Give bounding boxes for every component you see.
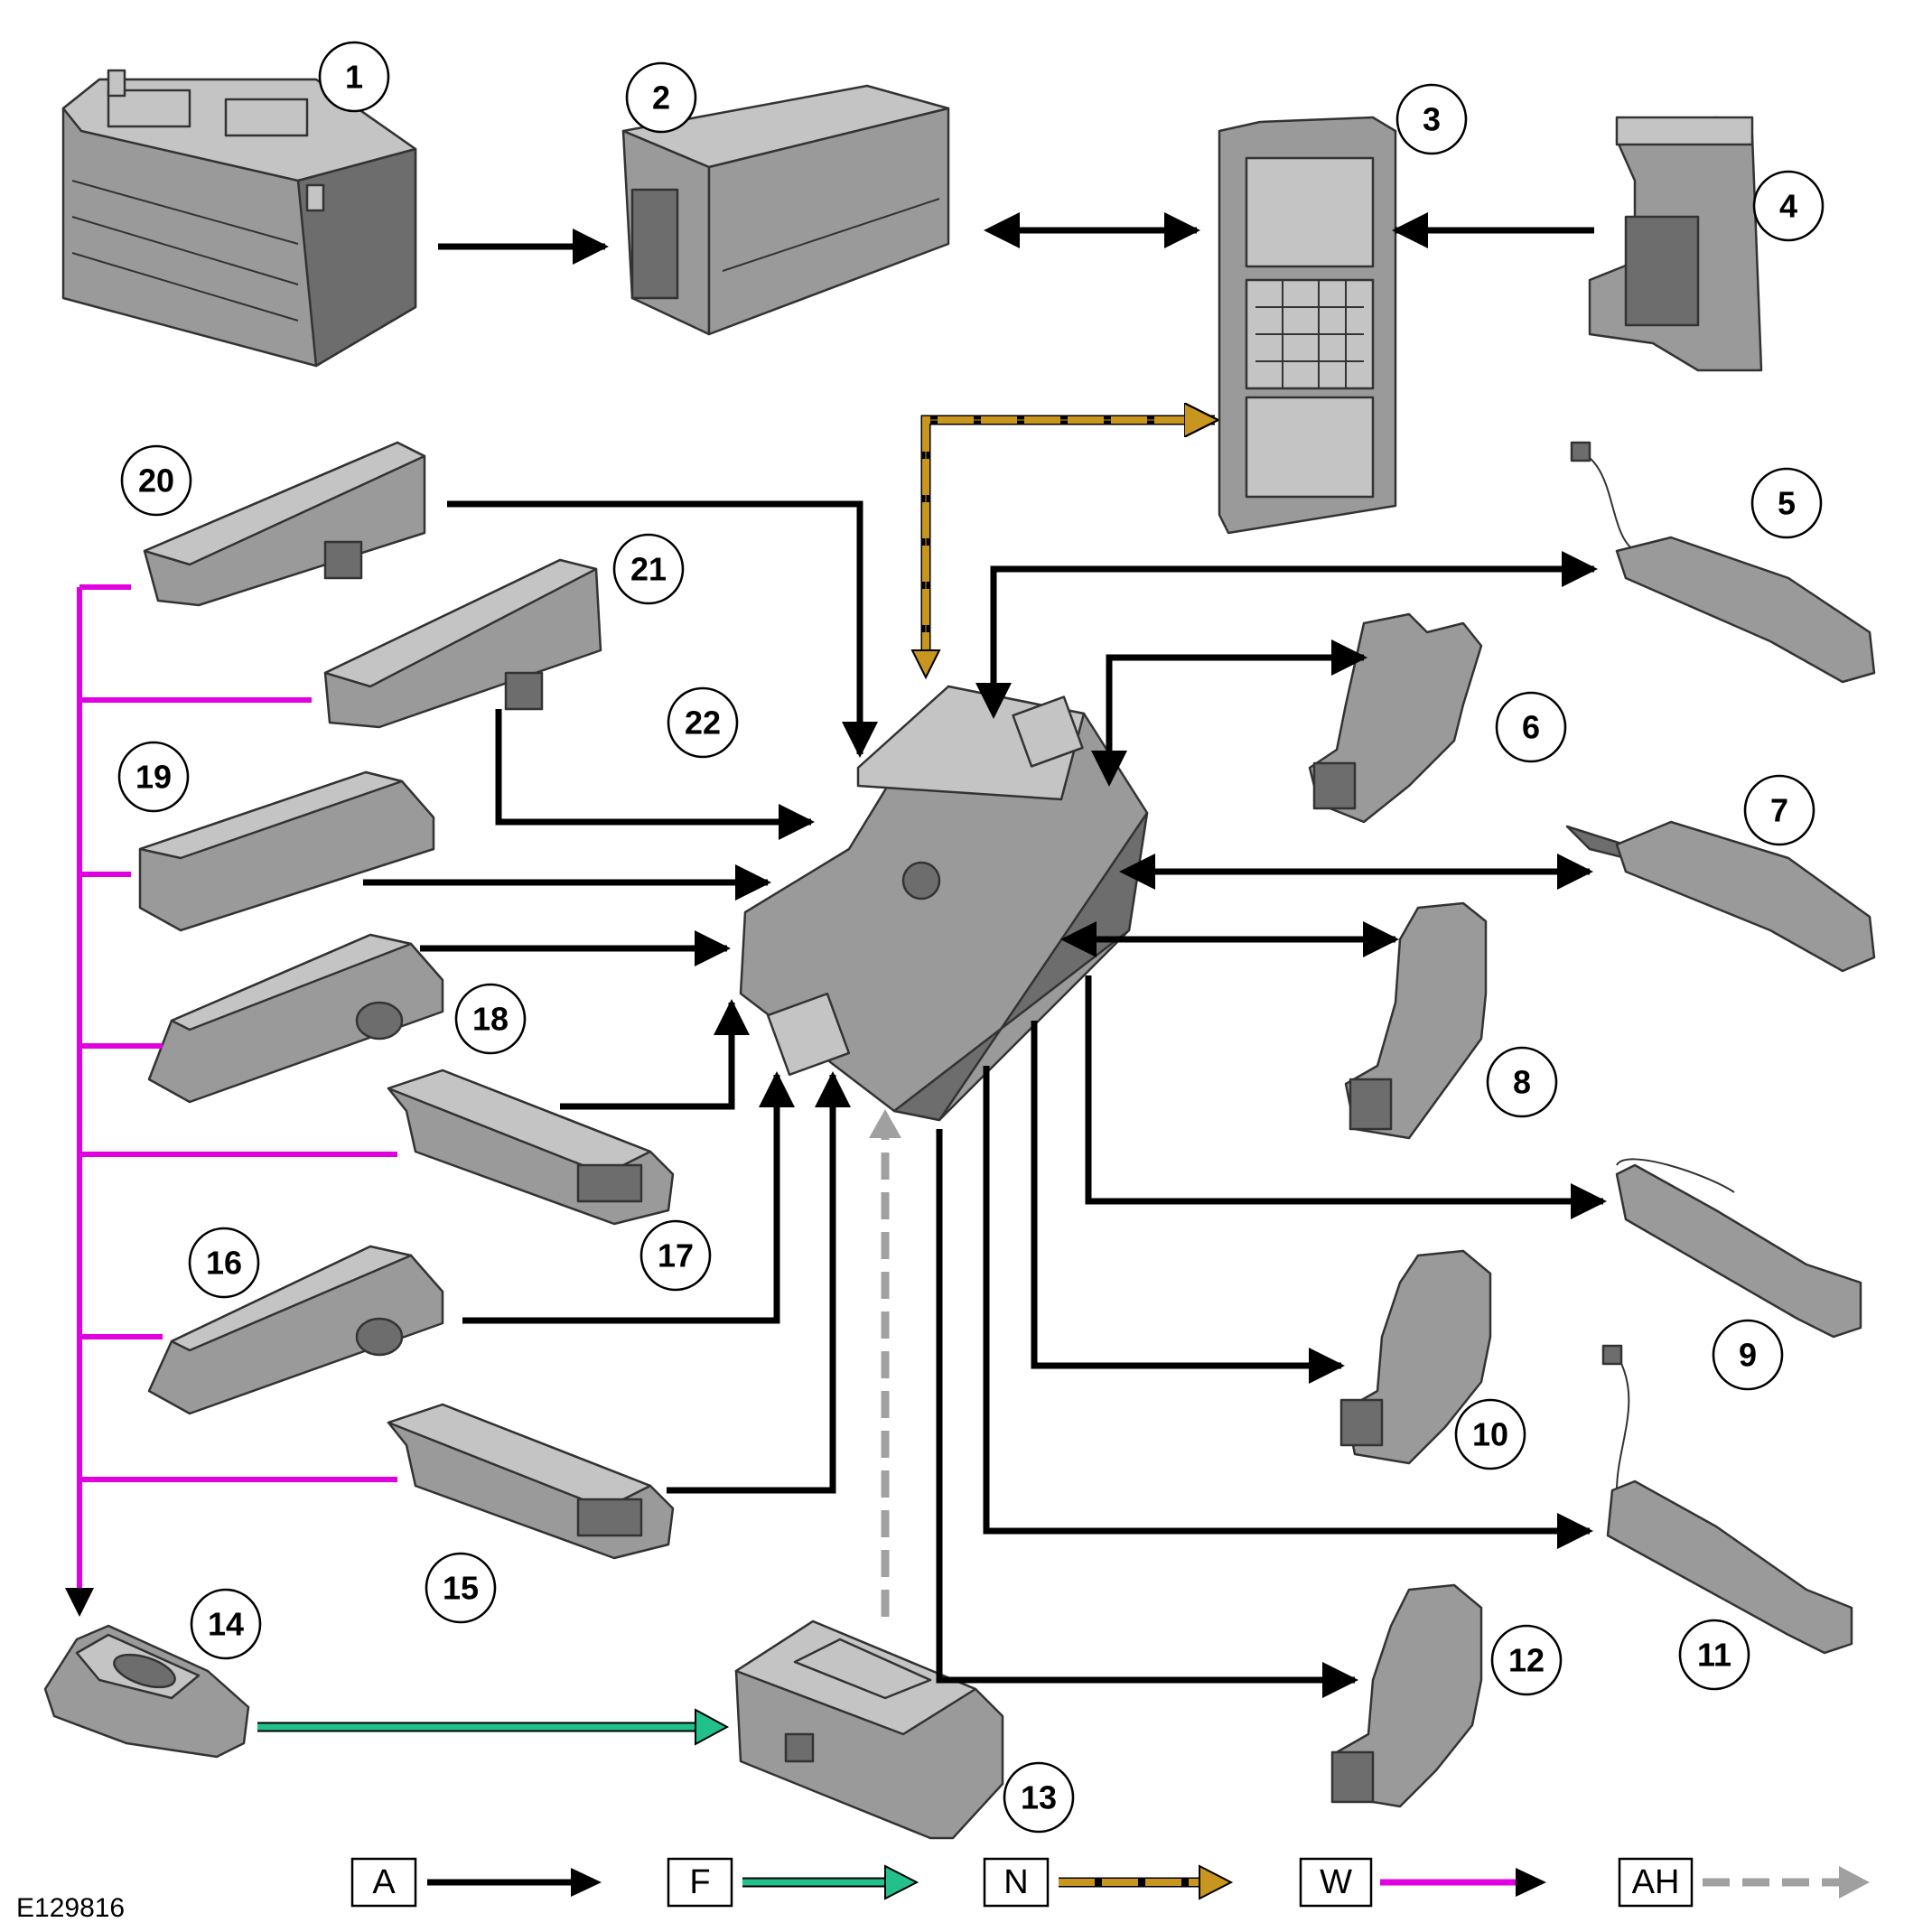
rf-receiver-icon	[734, 1619, 1004, 1840]
antenna-16-icon	[147, 1245, 444, 1415]
figure-reference: E129816	[16, 1893, 125, 1923]
svg-text:12: 12	[1508, 1642, 1545, 1679]
svg-text:15: 15	[443, 1570, 479, 1607]
svg-text:13: 13	[1021, 1779, 1057, 1816]
legend-item-f: F	[667, 1857, 919, 1908]
door-handle-5-icon	[1570, 441, 1876, 684]
svg-text:4: 4	[1779, 188, 1797, 225]
svg-text:21: 21	[630, 551, 667, 588]
svg-text:AH: AH	[1632, 1863, 1680, 1901]
callout-13: 13	[1003, 1761, 1075, 1834]
callout-5: 5	[1750, 467, 1823, 539]
callout-12: 12	[1490, 1624, 1563, 1696]
antenna-19-icon	[138, 770, 435, 932]
svg-text:F: F	[689, 1863, 710, 1901]
door-latch-12-icon	[1330, 1583, 1483, 1808]
callout-7: 7	[1743, 774, 1815, 846]
callout-10: 10	[1454, 1398, 1526, 1470]
svg-text:2: 2	[652, 79, 670, 117]
svg-text:5: 5	[1778, 485, 1796, 522]
legend-item-a: A	[350, 1857, 602, 1908]
connection-type-n	[910, 420, 1215, 680]
legend-item-n: N	[983, 1857, 1234, 1908]
antenna-21-icon	[323, 558, 602, 729]
svg-text:16: 16	[206, 1245, 242, 1282]
callout-1: 1	[318, 41, 390, 113]
door-handle-7-icon	[1565, 820, 1876, 973]
callout-18: 18	[454, 983, 527, 1055]
svg-text:A: A	[372, 1863, 396, 1901]
battery-icon	[61, 69, 417, 368]
svg-text:22: 22	[685, 705, 721, 742]
callouts: 1 2 3 4 5 6 7 8 9 10 11 12 13 14 15 16 1…	[117, 41, 1825, 1834]
connection-type-ah	[869, 1109, 901, 1617]
callout-15: 15	[425, 1552, 497, 1624]
svg-text:19: 19	[135, 759, 172, 796]
svg-text:6: 6	[1522, 709, 1540, 746]
antenna-17-icon	[387, 1069, 675, 1226]
callout-11: 11	[1678, 1619, 1750, 1691]
svg-text:11: 11	[1697, 1637, 1731, 1674]
svg-text:17: 17	[658, 1237, 694, 1274]
svg-text:9: 9	[1739, 1337, 1757, 1374]
svg-text:W: W	[1320, 1863, 1352, 1901]
connection-type-w	[65, 584, 397, 1617]
svg-text:N: N	[1003, 1863, 1028, 1901]
callout-3: 3	[1395, 83, 1468, 155]
door-latch-6-icon	[1308, 612, 1483, 824]
svg-text:7: 7	[1770, 792, 1788, 829]
door-handle-11-icon	[1601, 1344, 1853, 1655]
callout-14: 14	[190, 1588, 262, 1660]
legend-item-w: W	[1299, 1857, 1546, 1908]
svg-text:1: 1	[345, 59, 363, 96]
callout-22: 22	[667, 686, 739, 759]
door-latch-10-icon	[1339, 1249, 1492, 1465]
antenna-20-icon	[143, 441, 426, 607]
central-junction-box-icon	[1218, 116, 1397, 535]
connection-type-f	[257, 1708, 730, 1746]
callout-9: 9	[1712, 1319, 1784, 1391]
door-handle-9-icon	[1615, 1158, 1862, 1339]
steering-column-lock-icon	[1588, 116, 1763, 372]
svg-text:18: 18	[472, 1001, 509, 1038]
callout-4: 4	[1752, 170, 1825, 242]
callout-8: 8	[1486, 1046, 1558, 1118]
antenna-15-icon	[387, 1403, 675, 1560]
antenna-18-icon	[147, 933, 444, 1104]
callout-20: 20	[120, 444, 192, 517]
callout-17: 17	[639, 1219, 712, 1292]
door-latch-8-icon	[1344, 901, 1488, 1140]
svg-text:14: 14	[208, 1606, 244, 1643]
svg-text:3: 3	[1423, 101, 1441, 138]
legend-item-ah: AH	[1618, 1857, 1870, 1908]
callout-19: 19	[117, 741, 190, 813]
legend: A F N W AH	[350, 1857, 1870, 1908]
svg-text:10: 10	[1472, 1416, 1508, 1453]
connections-type-a	[363, 212, 1607, 1698]
callout-21: 21	[612, 533, 685, 605]
battery-junction-box-icon	[621, 84, 950, 336]
callout-6: 6	[1495, 691, 1567, 763]
callout-2: 2	[625, 61, 697, 134]
svg-text:20: 20	[138, 462, 174, 499]
svg-text:8: 8	[1513, 1064, 1531, 1101]
callout-16: 16	[188, 1227, 260, 1299]
smart-key-icon	[43, 1624, 250, 1759]
